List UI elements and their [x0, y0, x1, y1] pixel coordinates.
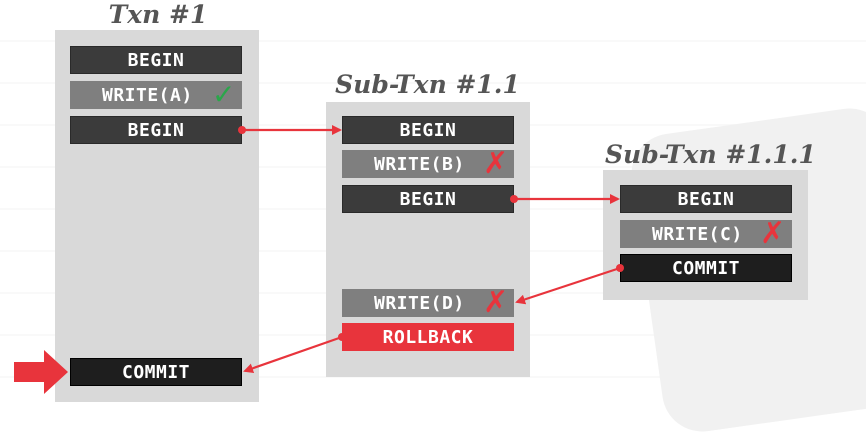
subtxn11-begin-1: BEGIN [342, 116, 514, 144]
txn1-begin-1: BEGIN [70, 46, 242, 74]
subtxn11-write-b: WRITE(B) [342, 150, 514, 178]
check-icon: ✓ [212, 78, 236, 111]
subtxn11-write-d: WRITE(D) [342, 289, 514, 317]
subtxn111-commit: COMMIT [620, 254, 792, 282]
arrows-layer [14, 125, 624, 394]
subtxn11-rollback: ROLLBACK [342, 323, 514, 351]
subtxn11-title: Sub-Txn #1.1 [335, 70, 520, 99]
subtxn111-begin: BEGIN [620, 185, 792, 213]
txn1-write-a: WRITE(A) [70, 81, 242, 109]
cross-icon: ✗ [483, 146, 509, 181]
cross-icon: ✗ [483, 285, 509, 320]
txn1-commit: COMMIT [70, 358, 242, 386]
cross-icon: ✗ [760, 216, 786, 251]
subtxn111-title: Sub-Txn #1.1.1 [605, 140, 816, 169]
arrow-subtxn11-to-subtxn111 [510, 194, 620, 204]
subtxn11-begin-2: BEGIN [342, 185, 514, 213]
arrow-txn1-to-subtxn11 [238, 125, 342, 135]
subtxn111-write-c: WRITE(C) [620, 220, 792, 248]
arrow-subtxn111-commit-return [515, 264, 624, 305]
arrow-rollback-return [243, 333, 346, 374]
pointer-arrow-icon [14, 350, 68, 394]
txn1-title: Txn #1 [108, 0, 208, 29]
txn1-begin-2: BEGIN [70, 116, 242, 144]
